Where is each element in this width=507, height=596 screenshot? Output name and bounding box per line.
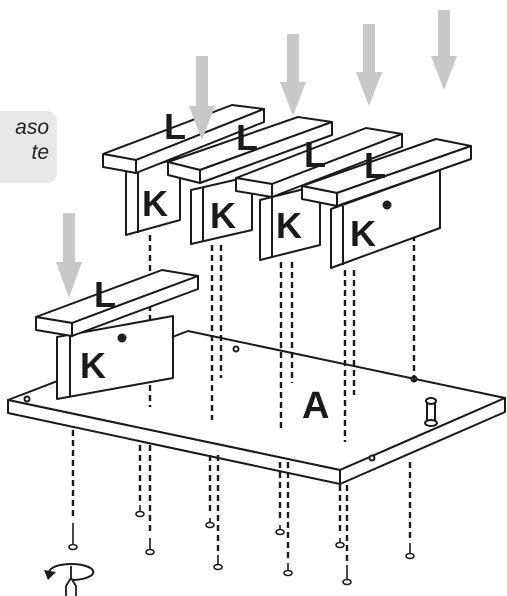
label-support-k-5: K bbox=[80, 345, 106, 386]
screw bbox=[283, 563, 293, 577]
seat-3 bbox=[235, 127, 403, 198]
panel-hole bbox=[368, 454, 376, 462]
rotate-arrow-icon bbox=[44, 563, 95, 581]
cam-fitting bbox=[424, 397, 438, 427]
seat-4 bbox=[301, 138, 472, 207]
note-line-2: te bbox=[31, 141, 49, 164]
down-arrow-icon bbox=[280, 34, 306, 116]
screw bbox=[213, 555, 223, 571]
support-face bbox=[190, 175, 253, 245]
base-panel-side-edge bbox=[339, 397, 506, 485]
screw bbox=[335, 538, 345, 549]
screw bbox=[405, 543, 415, 560]
label-seat-l-4: L bbox=[364, 145, 386, 186]
support-left bbox=[56, 315, 174, 400]
note-callout: aso te bbox=[0, 111, 57, 183]
screw bbox=[145, 538, 155, 556]
label-seat-l-3: L bbox=[304, 134, 326, 175]
label-seat-l-5: L bbox=[94, 274, 116, 315]
label-panel-a: A bbox=[302, 385, 329, 427]
down-arrow-icon bbox=[56, 213, 82, 298]
screwdriver-icon bbox=[65, 566, 77, 596]
down-arrow-icon bbox=[356, 24, 382, 106]
screw bbox=[135, 505, 145, 518]
panel-hole bbox=[23, 395, 31, 403]
label-support-k-3: K bbox=[276, 205, 302, 246]
screw bbox=[275, 525, 285, 536]
support-3 bbox=[259, 184, 321, 261]
label-seat-l-1: L bbox=[164, 106, 186, 147]
support-2 bbox=[190, 175, 253, 245]
screw bbox=[205, 518, 215, 529]
label-seat-l-2: L bbox=[236, 117, 258, 158]
label-support-k-1: K bbox=[142, 183, 168, 224]
screw bbox=[68, 523, 78, 551]
note-line-1: aso bbox=[15, 116, 49, 139]
seat-left bbox=[35, 269, 199, 337]
down-arrow-icon bbox=[431, 10, 457, 90]
press-arrows bbox=[56, 10, 457, 298]
screw bbox=[342, 565, 352, 586]
support-face bbox=[259, 184, 321, 261]
panel-hole bbox=[232, 345, 240, 353]
screws bbox=[68, 505, 415, 586]
seat-1 bbox=[102, 104, 265, 174]
label-support-k-2: K bbox=[210, 195, 236, 236]
alignment-lines-lower bbox=[71, 430, 412, 562]
down-arrow-icon bbox=[189, 56, 215, 140]
label-support-k-4: K bbox=[350, 213, 376, 254]
support-face bbox=[56, 315, 174, 400]
seat-2 bbox=[167, 116, 333, 184]
